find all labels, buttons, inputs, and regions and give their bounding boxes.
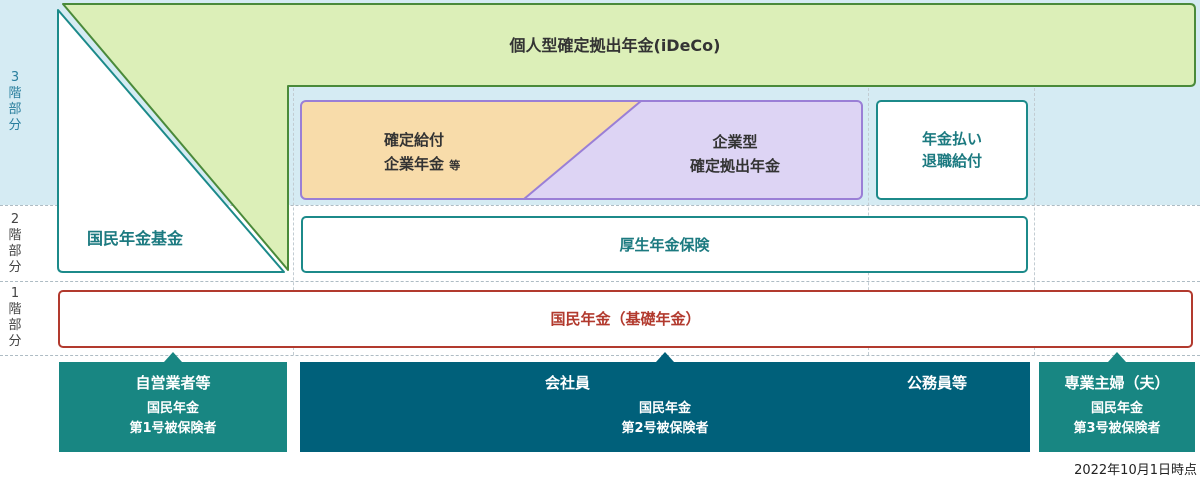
retirement-benefit-box: 年金払い 退職給付 [876,100,1028,200]
defined-benefit-label: 確定給付 企業年金 等 [384,128,460,178]
group1-sub1: 国民年金 [146,401,199,416]
group-employees: 会社員 公務員等 国民年金 第2号被保険者 [300,362,1030,452]
corporate-dc-shape [524,101,862,199]
group2-title-left: 会社員 [545,374,591,392]
group3-sub2: 第3号被保険者 [1073,421,1161,436]
defined-benefit-etc: 等 [449,159,461,172]
ideco-shape [62,3,1196,271]
db-dc-divider [523,100,642,200]
column-divider-3 [1034,88,1035,355]
employees-pension-label: 厚生年金保険 [619,235,710,254]
group3-pointer [1108,352,1126,362]
group1-sub2: 第1号被保険者 [129,421,217,436]
group2-pointer [656,352,674,362]
as-of-date: 2022年10月1日時点 [1074,463,1197,478]
group-self-employed: 自営業者等 国民年金 第1号被保険者 [59,362,287,452]
defined-benefit-line2: 企業年金 等 [384,155,461,173]
retirement-benefit-line1: 年金払い [921,130,982,148]
group2-title-right: 公務員等 [907,374,968,392]
basic-pension-label: 国民年金（基礎年金） [550,310,701,328]
national-pension-fund-shape [57,9,285,273]
group3-title: 専業主婦（夫） [1064,374,1170,392]
group1-pointer [164,352,182,362]
corporate-pension-box [300,100,863,200]
group1-title: 自営業者等 [135,374,211,392]
ideco-label: 個人型確定拠出年金(iDeCo) [509,36,721,55]
tier-divider-3-2 [0,205,1200,206]
group2-sub1: 国民年金 [638,401,691,416]
corporate-dc-line1: 企業型 [712,133,758,151]
basic-pension-box: 国民年金（基礎年金） [58,290,1193,348]
national-pension-fund-label: 国民年金基金 [87,229,184,248]
corporate-dc-line2: 確定拠出年金 [689,157,780,175]
retirement-benefit-line2: 退職給付 [921,152,982,170]
defined-benefit-line1: 確定給付 [384,131,445,149]
corporate-dc-label: 企業型 確定拠出年金 [660,130,810,178]
defined-benefit-shape [301,101,641,199]
group-dependent-spouse: 専業主婦（夫） 国民年金 第3号被保険者 [1039,362,1195,452]
group3-sub1: 国民年金 [1090,401,1143,416]
tier-divider-1-groups [0,355,1200,356]
employees-pension-box: 厚生年金保険 [301,216,1028,273]
group2-sub2: 第2号被保険者 [621,421,709,436]
column-divider-1 [293,88,294,355]
tier-divider-2-1 [0,281,1200,282]
